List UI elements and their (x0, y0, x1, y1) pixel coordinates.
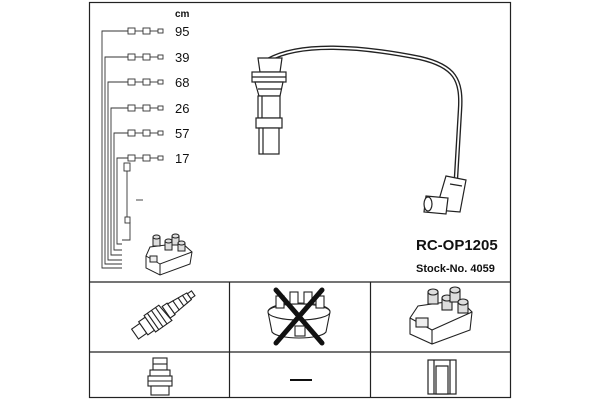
coil-boot-icon (423, 175, 467, 215)
cable-row: 26 (127, 101, 189, 116)
cable-connector-icon (127, 129, 164, 137)
unit-label: cm (175, 9, 190, 20)
cable-connector-icon (127, 154, 164, 162)
ignition-coil-icon (409, 286, 473, 345)
cable-connector-icon (127, 78, 164, 86)
spark-plug-icon (130, 290, 196, 340)
cable-connector-icon (127, 53, 164, 61)
cable-row: 17 (127, 151, 189, 166)
coil-terminal-icon (427, 359, 457, 395)
cable-row: 68 (127, 75, 189, 90)
cable-length: 39 (175, 50, 189, 65)
cable-length: 17 (175, 151, 189, 166)
cable-list: 95 39 68 (101, 24, 193, 276)
cable-length: 57 (175, 126, 189, 141)
lead-terminal-icon (123, 162, 143, 224)
part-number: RC-OP1205 (416, 237, 498, 254)
not-applicable-cross-icon (273, 287, 325, 346)
frame (88, 1, 512, 399)
cable-row: 57 (127, 126, 189, 141)
plug-connector-icon (147, 357, 173, 396)
cable-row: 95 (127, 24, 189, 39)
coil-pack-small-icon (145, 233, 193, 276)
cable-length: 95 (175, 24, 189, 39)
stock-number: Stock-No. 4059 (416, 263, 495, 275)
cable-connector-icon (127, 104, 164, 112)
ignition-cable-drawing (251, 45, 467, 215)
cable-length: 26 (175, 101, 189, 116)
cable-row: 39 (127, 50, 189, 65)
cable-bundle-lines (101, 30, 131, 269)
distributor-cap-icon (267, 291, 331, 339)
cable-length: 68 (175, 75, 189, 90)
spark-plug-boot-icon (251, 57, 287, 155)
cable-connector-icon (127, 27, 164, 35)
